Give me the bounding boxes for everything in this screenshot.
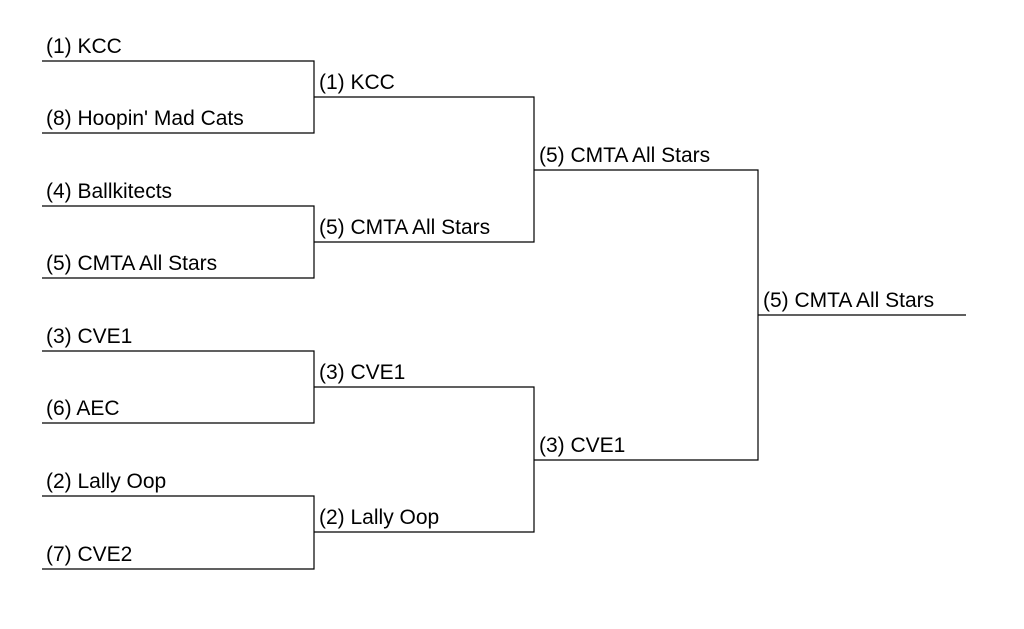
champion-label: (5) CMTA All Stars xyxy=(763,289,934,312)
r1-team-7: (2) Lally Oop xyxy=(46,470,166,493)
r1-team-2: (8) Hoopin' Mad Cats xyxy=(46,107,244,130)
r3-team-2: (3) CVE1 xyxy=(539,434,625,457)
r1-team-6: (6) AEC xyxy=(46,397,120,420)
r1-team-4: (5) CMTA All Stars xyxy=(46,252,217,275)
r2-team-4: (2) Lally Oop xyxy=(319,506,439,529)
bracket-labels: (1) KCC (8) Hoopin' Mad Cats (4) Ballkit… xyxy=(46,35,934,566)
r2-team-1: (1) KCC xyxy=(319,71,395,94)
r2-team-2: (5) CMTA All Stars xyxy=(319,216,490,239)
r1-team-5: (3) CVE1 xyxy=(46,325,132,348)
bracket-lines xyxy=(42,60,966,570)
r1-team-3: (4) Ballkitects xyxy=(46,180,172,203)
r3-final-connector xyxy=(534,169,759,461)
r1-team-8: (7) CVE2 xyxy=(46,543,132,566)
r1-team-1: (1) KCC xyxy=(46,35,122,58)
r3-team-1: (5) CMTA All Stars xyxy=(539,144,710,167)
r2-team-3: (3) CVE1 xyxy=(319,361,405,384)
